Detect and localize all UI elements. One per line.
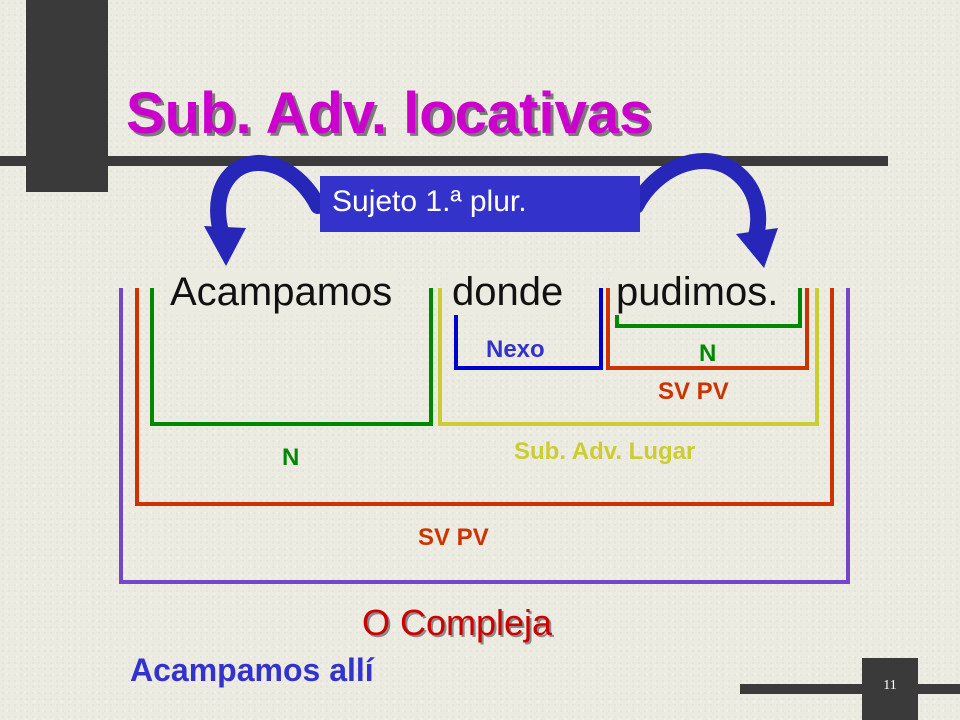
slide-title: Sub. Adv. locativas bbox=[126, 81, 652, 146]
word-acampamos: Acampamos bbox=[166, 270, 397, 315]
bracket-n-main bbox=[150, 288, 433, 426]
bracket-sub-adv-lugar bbox=[438, 288, 819, 426]
label-nexo: Nexo bbox=[486, 336, 545, 363]
label-sv-pv-inner: SV PV bbox=[658, 378, 729, 405]
title-underline-bar bbox=[0, 156, 888, 166]
label-sv-pv-main: SV PV bbox=[418, 524, 489, 551]
left-curved-arrow-icon bbox=[204, 154, 326, 266]
bottom-horizontal-bar bbox=[740, 684, 960, 694]
bracket-oracion-compleja bbox=[119, 288, 850, 584]
label-n-main: N bbox=[282, 444, 300, 471]
word-donde: donde bbox=[448, 270, 568, 315]
sentence-type-label: O Compleja bbox=[362, 602, 553, 643]
label-n-inner: N bbox=[699, 340, 717, 367]
slide-number: 11 bbox=[862, 658, 918, 720]
example-sentence: Acampamos allí bbox=[130, 652, 374, 688]
subject-note-box: Sujeto 1.ª plur. bbox=[320, 176, 640, 232]
bracket-nexo bbox=[454, 288, 603, 370]
bracket-sv-pv-main bbox=[135, 288, 834, 506]
bracket-sv-pv-inner bbox=[606, 288, 809, 370]
word-pudimos: pudimos. bbox=[612, 270, 783, 315]
right-curved-arrow-icon bbox=[628, 153, 778, 268]
label-sub-adv-lugar: Sub. Adv. Lugar bbox=[514, 438, 696, 465]
